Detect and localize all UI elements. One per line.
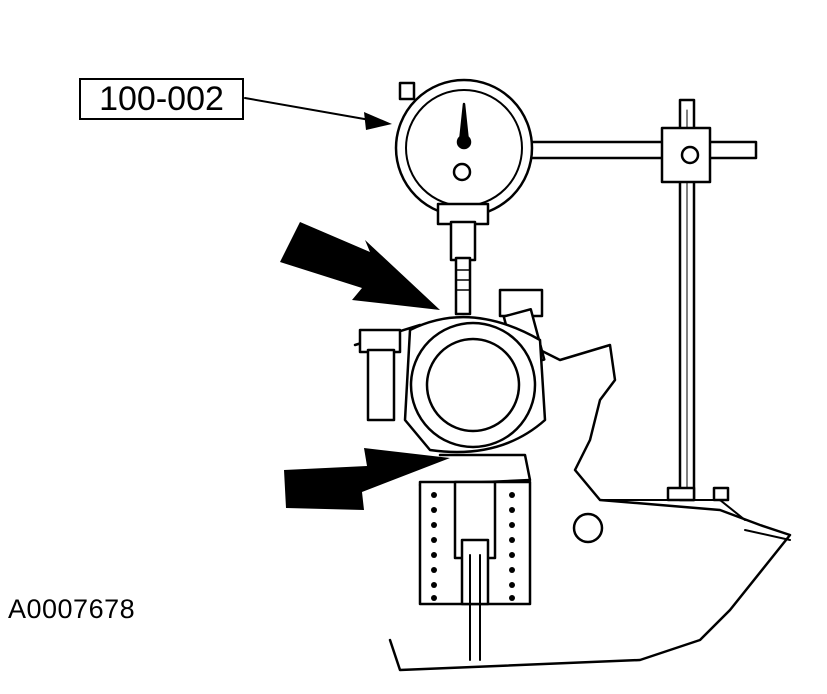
camshaft-journal (409, 321, 537, 449)
gauge-arm (518, 140, 758, 160)
valve-tappet-spring (418, 453, 532, 661)
measurement-arrow-icon (284, 448, 450, 510)
measurement-arrow-icon (280, 222, 440, 310)
stand-clamp (660, 126, 712, 184)
tool-callout-label: 100-002 (79, 78, 244, 120)
callout-leader (244, 97, 392, 130)
dial-indicator-icon (394, 78, 534, 316)
figure-reference-number: A0007678 (8, 594, 136, 624)
